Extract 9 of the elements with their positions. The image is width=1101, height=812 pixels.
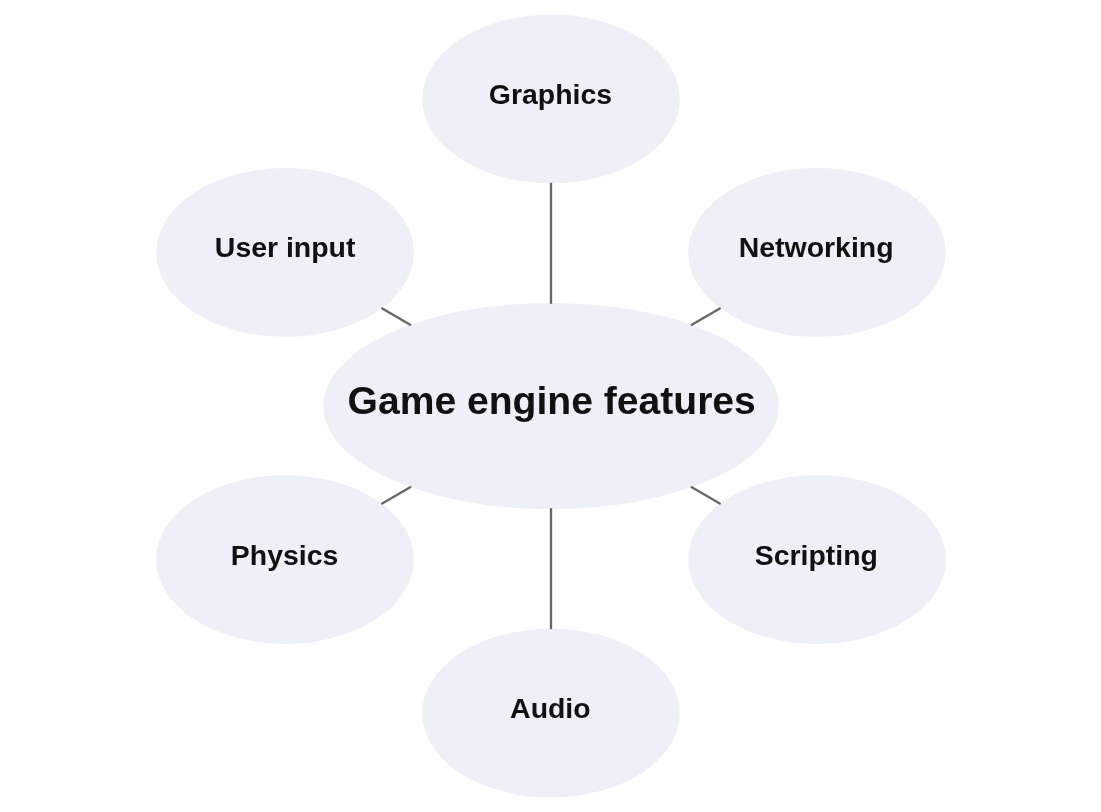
- connector: [689, 307, 721, 327]
- connector: [380, 485, 412, 505]
- connector: [380, 307, 412, 327]
- node-ellipse: Audio: [421, 628, 680, 798]
- connector: [689, 485, 721, 505]
- node-ellipse: Game engine features: [322, 302, 779, 510]
- connector: [549, 182, 552, 304]
- connector: [549, 508, 552, 630]
- node-ellipse: Graphics: [421, 14, 680, 184]
